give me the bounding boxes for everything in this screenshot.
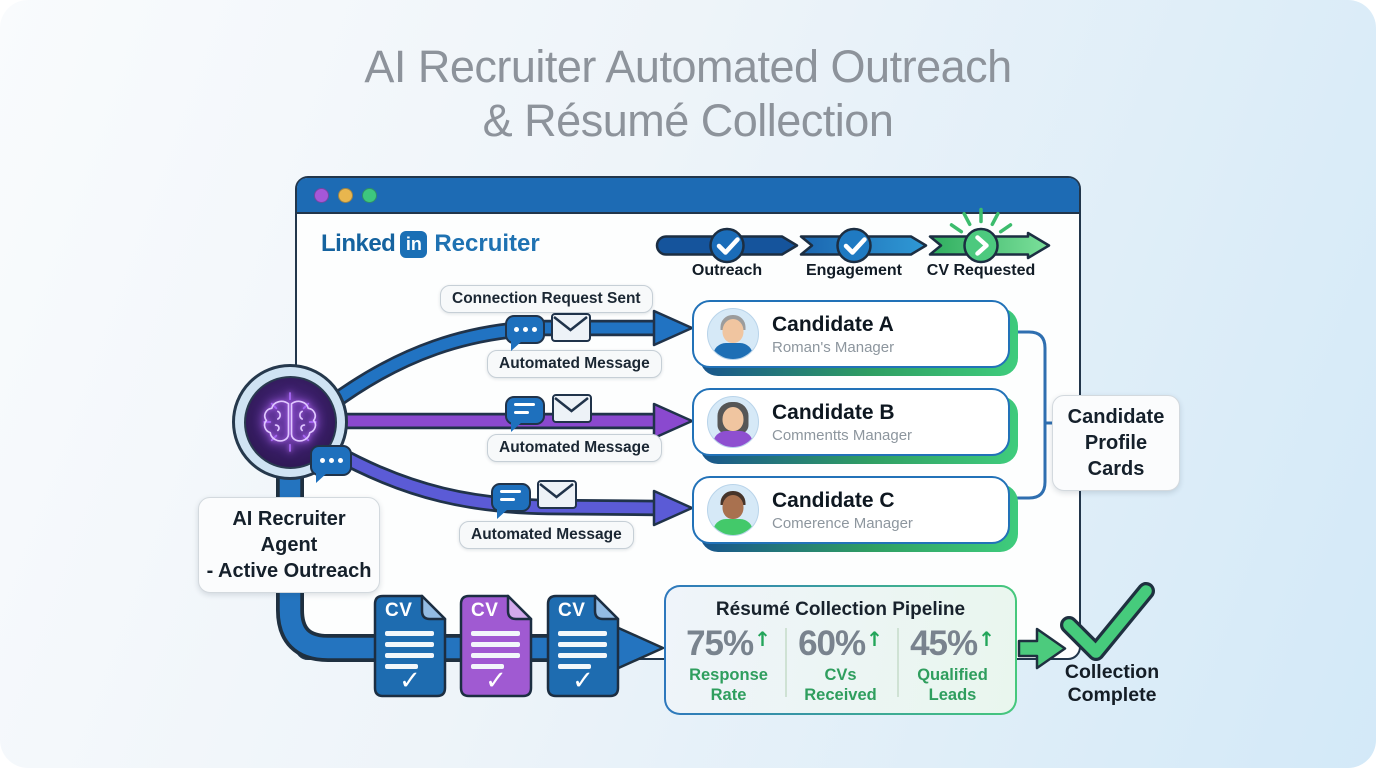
step-label-cv-requested: CV Requested bbox=[926, 262, 1036, 279]
step-label-outreach: Outreach bbox=[691, 262, 763, 279]
stat-label-line-2: Rate bbox=[710, 686, 747, 705]
collection-complete-line-2: Complete bbox=[1067, 684, 1157, 707]
agent-label-line-1: AI Recruiter Agent bbox=[232, 508, 346, 556]
trend-up-icon: ↑ bbox=[866, 627, 883, 651]
window-control-close-icon[interactable] bbox=[314, 187, 329, 203]
cv-label: CV bbox=[471, 600, 499, 621]
window-titlebar bbox=[297, 178, 1079, 214]
stat-qualified-leads: 45%↑ Qualified Leads bbox=[896, 624, 1009, 705]
candidate-name: Candidate B bbox=[772, 400, 895, 424]
cv-document: CV ✓ bbox=[458, 593, 534, 699]
avatar bbox=[707, 484, 759, 536]
stat-label-line-1: CVs bbox=[824, 666, 857, 684]
agent-chat-dots-icon bbox=[310, 445, 352, 483]
chat-lines-icon bbox=[491, 483, 531, 519]
profile-cards-label-line-1: Candidate bbox=[1067, 406, 1165, 428]
check-icon: ✓ bbox=[399, 666, 421, 696]
stat-label-line-2: Leads bbox=[928, 686, 977, 705]
window-control-maximize-icon[interactable] bbox=[362, 187, 377, 203]
cv-label: CV bbox=[558, 600, 586, 621]
stat-value: 45% bbox=[910, 624, 978, 663]
candidate-role: Commentts Manager bbox=[772, 426, 913, 444]
stat-label-line-2: Received bbox=[804, 686, 877, 705]
step-label-engagement: Engagement bbox=[805, 262, 902, 279]
automated-message-chip: Automated Message bbox=[487, 434, 662, 462]
avatar bbox=[707, 396, 759, 448]
collection-complete-line-1: Collection bbox=[1064, 661, 1160, 683]
connection-request-chip: Connection Request Sent bbox=[440, 285, 653, 313]
check-icon: ✓ bbox=[572, 666, 594, 696]
brain-icon bbox=[263, 392, 317, 452]
trend-up-icon: ↑ bbox=[978, 627, 995, 651]
candidate-role: Roman's Manager bbox=[772, 338, 895, 356]
page-title-line-2: & Résumé Collection bbox=[482, 95, 894, 146]
resume-pipeline-panel: Résumé Collection Pipeline 75%↑ Response… bbox=[664, 585, 1017, 715]
profile-cards-label-line-2: Profile Cards bbox=[1084, 432, 1148, 480]
candidate-card-c[interactable]: Candidate C Comerence Manager bbox=[692, 476, 1010, 544]
stat-label-line-1: Response bbox=[689, 666, 768, 684]
cv-document: CV ✓ bbox=[372, 593, 448, 699]
logo-product-text: Recruiter bbox=[434, 230, 540, 257]
stat-response-rate: 75%↑ Response Rate bbox=[673, 624, 785, 705]
pipeline-title: Résumé Collection Pipeline bbox=[715, 599, 966, 620]
automated-message-chip: Automated Message bbox=[487, 350, 662, 378]
linkedin-recruiter-logo: Linked in Recruiter bbox=[321, 230, 540, 258]
avatar bbox=[707, 308, 759, 360]
envelope-icon bbox=[552, 394, 592, 423]
collection-complete-label: Collection Complete bbox=[1048, 661, 1176, 708]
trend-up-icon: ↑ bbox=[754, 627, 771, 651]
profile-cards-label: Candidate Profile Cards bbox=[1052, 395, 1180, 491]
window-control-minimize-icon[interactable] bbox=[338, 187, 353, 203]
cv-document: CV ✓ bbox=[545, 593, 621, 699]
envelope-icon bbox=[537, 480, 577, 509]
candidate-card-a[interactable]: Candidate A Roman's Manager bbox=[692, 300, 1010, 368]
stat-cvs-received: 60%↑ CVs Received bbox=[784, 624, 897, 705]
candidate-name: Candidate A bbox=[772, 312, 894, 336]
chat-lines-icon bbox=[505, 396, 545, 432]
candidate-name: Candidate C bbox=[772, 488, 895, 512]
candidate-card-b[interactable]: Candidate B Commentts Manager bbox=[692, 388, 1010, 456]
agent-label: AI Recruiter Agent - Active Outreach bbox=[198, 497, 380, 593]
page-title-line-1: AI Recruiter Automated Outreach bbox=[364, 41, 1012, 92]
envelope-icon bbox=[551, 313, 591, 342]
logo-linked-text: Linked bbox=[321, 230, 396, 257]
stat-value: 60% bbox=[798, 624, 866, 663]
linkedin-icon: in bbox=[400, 230, 428, 258]
agent-label-line-2: - Active Outreach bbox=[206, 560, 372, 582]
automated-message-chip: Automated Message bbox=[459, 521, 634, 549]
stat-label-line-1: Qualified bbox=[917, 666, 988, 684]
candidate-role: Comerence Manager bbox=[772, 514, 913, 532]
cv-label: CV bbox=[385, 600, 413, 621]
stat-value: 75% bbox=[686, 624, 754, 663]
chat-dots-icon bbox=[505, 315, 545, 351]
check-icon: ✓ bbox=[485, 666, 507, 696]
page-title: AI Recruiter Automated Outreach & Résumé… bbox=[0, 40, 1376, 148]
